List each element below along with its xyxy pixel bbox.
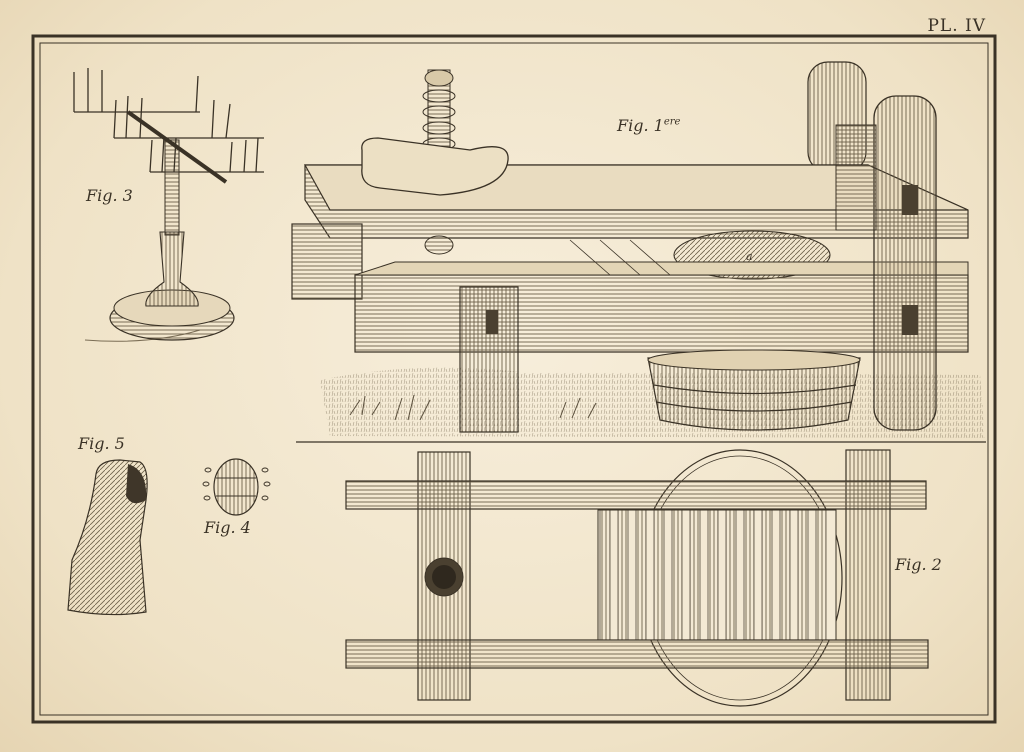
fig4-caption: Fig. 4 [204, 518, 251, 537]
fig1-suffix: ere [663, 116, 681, 128]
fig1-label: Fig. 1 [617, 116, 664, 135]
fig2-caption: Fig. 2 [895, 555, 942, 574]
fig2-plan-drawing [345, 449, 929, 707]
fig4-mould-drawing [202, 458, 271, 516]
plate-number: PL. IV [927, 16, 986, 36]
fig1-mark: a [746, 250, 753, 263]
plate-border [31, 34, 997, 724]
fig3-caption: Fig. 3 [86, 186, 133, 205]
fig1-press-drawing [291, 61, 985, 438]
fig5-cloth-drawing [67, 459, 148, 616]
fig3-stand-drawing [73, 68, 264, 342]
fig1-caption: Fig. 1ere [617, 116, 680, 135]
fig5-caption: Fig. 5 [78, 434, 125, 453]
